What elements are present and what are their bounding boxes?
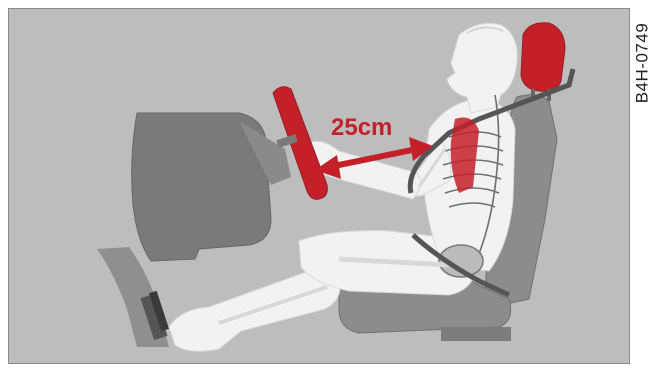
figure-reference-code: B4H-0749: [631, 8, 653, 118]
seating-position-illustration: 25cm: [8, 8, 630, 364]
illustration-svg: 25cm: [9, 9, 630, 364]
reference-code-text: B4H-0749: [632, 23, 652, 104]
distance-label: 25cm: [331, 114, 392, 141]
